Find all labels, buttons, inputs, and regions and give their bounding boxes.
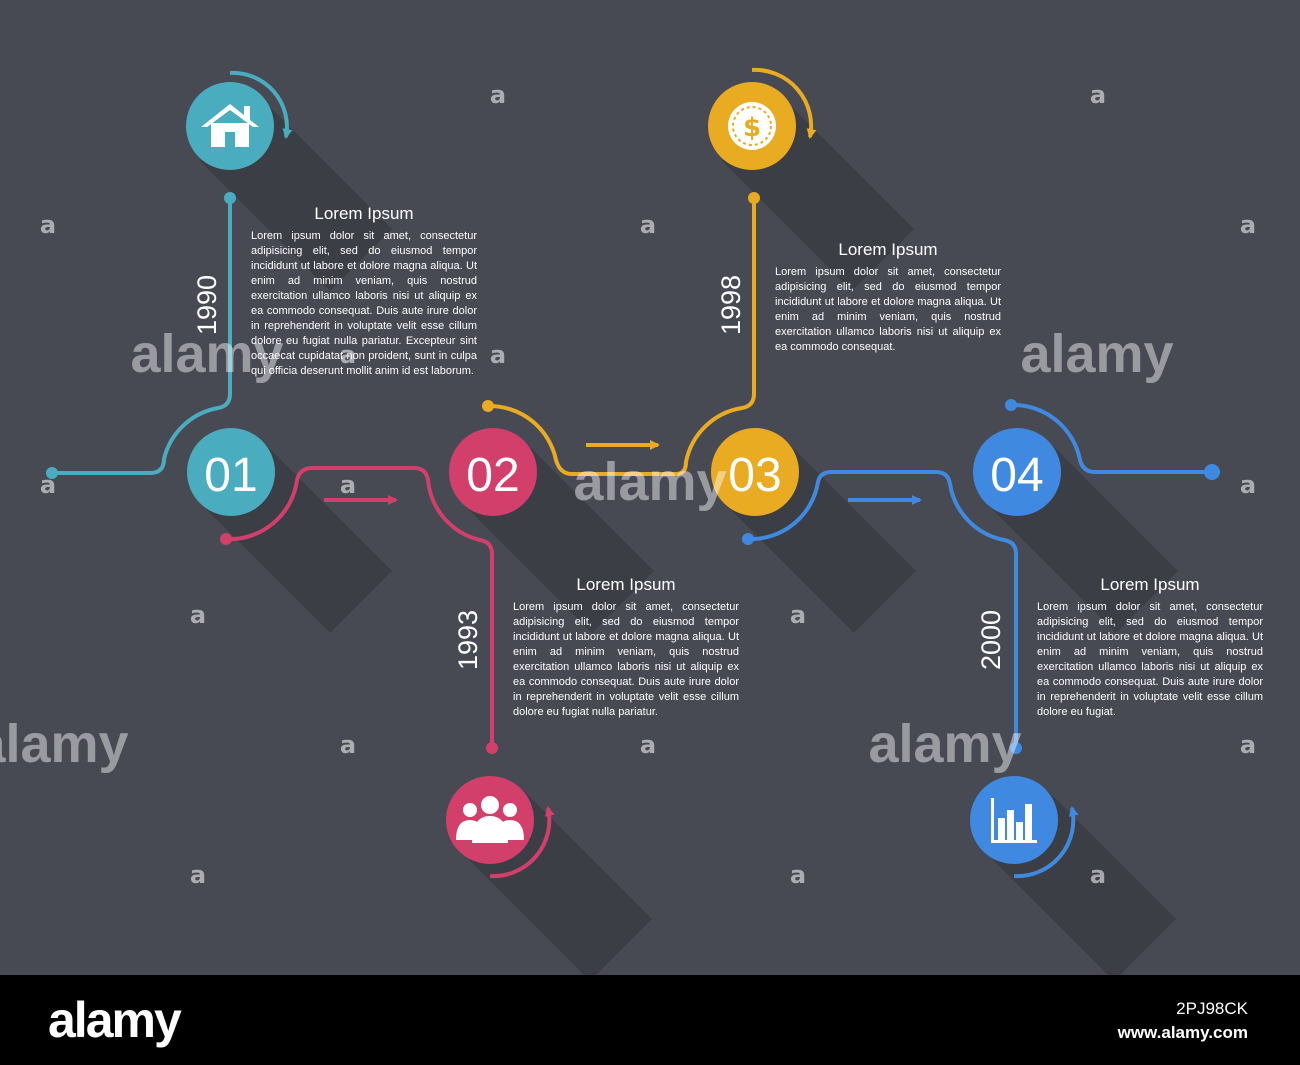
svg-text:a: a — [1090, 81, 1106, 109]
connector-step-4 — [742, 399, 1220, 754]
step-node-4: 04 — [973, 428, 1061, 516]
step-node-1: 01 — [187, 428, 275, 516]
dollar-coin-icon: $ — [728, 102, 776, 150]
svg-text:a: a — [1240, 211, 1256, 239]
home-icon — [201, 104, 259, 147]
connector-step-1 — [46, 192, 236, 479]
svg-text:a: a — [190, 601, 206, 629]
step-heading-4: Lorem Ipsum — [1100, 575, 1200, 594]
svg-text:alamy: alamy — [1020, 324, 1173, 384]
icon-node-2 — [446, 776, 555, 879]
year-label-3: 1998 — [716, 275, 746, 335]
step-number-4: 04 — [990, 449, 1043, 502]
svg-text:alamy: alamy — [573, 452, 726, 512]
svg-text:a: a — [490, 341, 506, 369]
watermark-letters: a a a a a a a a a a a a a a a a a a — [40, 81, 1256, 889]
step-node-3: 03 — [711, 428, 799, 516]
svg-text:a: a — [640, 211, 656, 239]
svg-text:a: a — [1090, 861, 1106, 889]
year-label-4: 2000 — [976, 610, 1006, 670]
people-icon — [456, 796, 524, 843]
svg-text:a: a — [640, 731, 656, 759]
step-number-1: 01 — [204, 449, 257, 502]
icon-node-3: $ — [708, 67, 817, 170]
step-heading-3: Lorem Ipsum — [838, 240, 938, 259]
watermark-words: alamy alamy alamy alamy alamy — [0, 324, 1174, 774]
step-number-3: 03 — [728, 449, 781, 502]
svg-text:a: a — [1240, 731, 1256, 759]
connector-step-2 — [220, 466, 498, 754]
footer-url: www.alamy.com — [1117, 1023, 1248, 1042]
timeline-diagram: 01 02 03 04 1990 1993 1998 2000 — [0, 67, 1256, 981]
svg-text:a: a — [790, 601, 806, 629]
step-description-3: Lorem ipsum dolor sit amet, consectetur … — [775, 266, 1001, 353]
svg-text:a: a — [40, 471, 56, 499]
svg-text:a: a — [40, 211, 56, 239]
year-label-1: 1990 — [192, 275, 222, 335]
connector-step-3 — [482, 192, 760, 476]
svg-text:$: $ — [743, 113, 761, 143]
svg-text:a: a — [1240, 471, 1256, 499]
step-node-2: 02 — [449, 428, 537, 516]
year-label-2: 1993 — [453, 610, 483, 670]
icon-node-4 — [970, 776, 1079, 879]
step-description-1: Lorem ipsum dolor sit amet, consectetur … — [251, 230, 477, 377]
svg-text:a: a — [190, 861, 206, 889]
step-heading-1: Lorem Ipsum — [314, 204, 414, 223]
svg-text:alamy: alamy — [130, 324, 283, 384]
svg-text:a: a — [340, 341, 356, 369]
svg-text:a: a — [790, 861, 806, 889]
step-description-4: Lorem ipsum dolor sit amet, consectetur … — [1037, 601, 1263, 718]
svg-text:alamy: alamy — [0, 714, 129, 774]
footer-logo: alamy — [48, 992, 182, 1048]
footer-image-id: 2PJ98CK — [1176, 999, 1248, 1018]
timeline-infographic: 01 02 03 04 1990 1993 1998 2000 — [0, 67, 1263, 981]
svg-text:alamy: alamy — [868, 714, 1021, 774]
step-description-2: Lorem ipsum dolor sit amet, consectetur … — [513, 601, 739, 718]
svg-text:a: a — [340, 731, 356, 759]
svg-text:a: a — [340, 471, 356, 499]
step-heading-2: Lorem Ipsum — [576, 575, 676, 594]
icon-node-1 — [186, 70, 293, 170]
step-number-2: 02 — [466, 449, 519, 502]
bar-chart-icon — [991, 798, 1037, 843]
footer-bar: alamy 2PJ98CK www.alamy.com — [0, 975, 1300, 1065]
svg-text:a: a — [490, 81, 506, 109]
